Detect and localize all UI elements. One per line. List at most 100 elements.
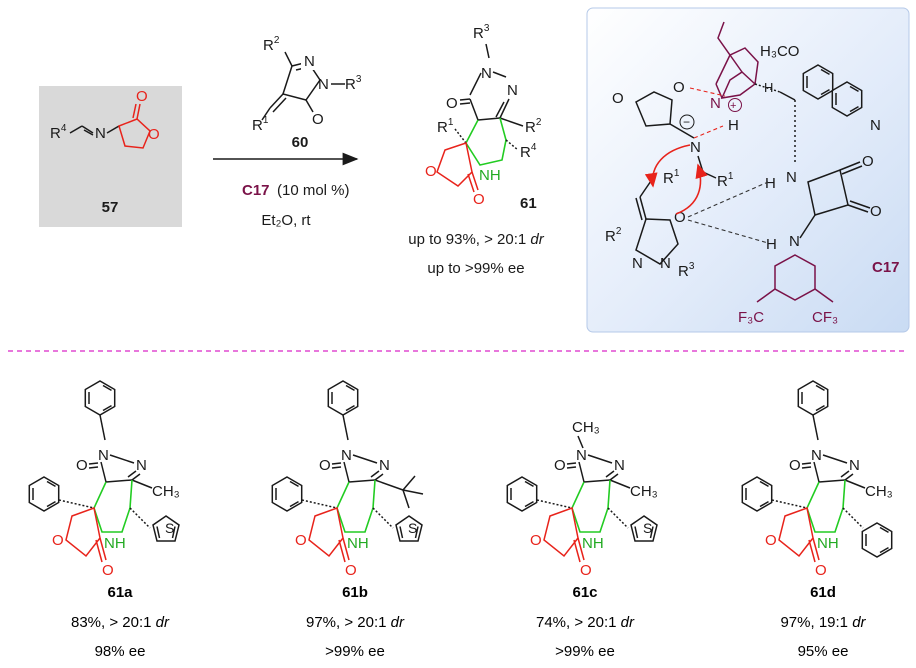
svg-text:N: N xyxy=(507,82,518,99)
phenyl-icon xyxy=(861,522,893,558)
phenyl-icon xyxy=(797,380,829,416)
reagent-label: 60 xyxy=(292,134,309,151)
example-ee: >99% ee xyxy=(325,643,385,660)
example-label: 61d xyxy=(810,584,836,601)
svg-text:N: N xyxy=(304,53,315,70)
svg-text:H: H xyxy=(764,80,773,95)
cf3-right-label: CF₃ xyxy=(812,309,838,326)
svg-text:N: N xyxy=(632,255,643,272)
svg-text:O: O xyxy=(345,562,357,579)
carbonyl-o-label: O xyxy=(136,88,148,105)
svg-text:N: N xyxy=(786,169,797,186)
svg-text:O: O xyxy=(862,153,874,170)
svg-text:N: N xyxy=(379,457,390,474)
phenyl-icon xyxy=(327,380,359,416)
svg-text:N: N xyxy=(870,117,881,134)
svg-text:O: O xyxy=(473,191,485,208)
example-label: 61c xyxy=(572,584,598,601)
svg-text:O: O xyxy=(580,562,592,579)
phenyl-icon xyxy=(28,476,60,512)
r2-label: R2 xyxy=(263,35,280,54)
svg-text:S: S xyxy=(165,520,174,536)
svg-text:N: N xyxy=(318,76,329,93)
example-label: 61b xyxy=(342,584,368,601)
svg-text:N: N xyxy=(341,447,352,464)
example-ee: >99% ee xyxy=(555,643,615,660)
phenyl-icon xyxy=(506,476,538,512)
product-label: 61 xyxy=(520,195,537,212)
svg-text:H: H xyxy=(728,117,739,134)
svg-text:N: N xyxy=(98,447,109,464)
svg-text:NH: NH xyxy=(479,167,501,184)
svg-text:R3: R3 xyxy=(345,74,362,93)
svg-text:S: S xyxy=(408,520,417,536)
svg-text:R4: R4 xyxy=(520,142,537,161)
svg-text:O: O xyxy=(102,562,114,579)
svg-text:S: S xyxy=(643,520,652,536)
svg-text:O: O xyxy=(554,457,566,474)
svg-text:N: N xyxy=(849,457,860,474)
svg-text:NH: NH xyxy=(582,535,604,552)
svg-text:R1: R1 xyxy=(252,115,269,134)
catalyst-label: C17 xyxy=(242,182,270,199)
yield-summary-1: up to 93%, > 20:1 dr xyxy=(408,231,545,248)
svg-text:O: O xyxy=(446,95,458,112)
svg-text:O: O xyxy=(789,457,801,474)
svg-text:NH: NH xyxy=(817,535,839,552)
solvent-conditions: Et₂O, rt xyxy=(261,212,311,229)
svg-text:O: O xyxy=(765,532,777,549)
svg-text:N: N xyxy=(481,65,492,82)
svg-text:N: N xyxy=(576,447,587,464)
phenyl-icon xyxy=(84,380,116,416)
svg-text:R1: R1 xyxy=(437,117,454,136)
methoxy-label: H₃CO xyxy=(760,43,799,60)
methyl-label: CH₃ xyxy=(572,419,600,436)
catalyst-loading: (10 mol %) xyxy=(277,182,350,199)
svg-text:O: O xyxy=(425,163,437,180)
svg-text:O: O xyxy=(530,532,542,549)
phenyl-icon xyxy=(741,476,773,512)
svg-text:H: H xyxy=(766,236,777,253)
svg-text:O: O xyxy=(870,203,882,220)
example-ee: 95% ee xyxy=(797,643,849,660)
svg-text:O: O xyxy=(76,457,88,474)
svg-text:N: N xyxy=(789,233,800,250)
svg-text:O: O xyxy=(674,209,686,226)
reagent-60-structure: R2 N N R3 O R1 xyxy=(252,35,362,134)
svg-text:−: − xyxy=(683,115,690,129)
catalyst-panel xyxy=(586,7,910,333)
svg-text:O: O xyxy=(815,562,827,579)
panel-catalyst-label: C17 xyxy=(872,259,900,276)
cf3-left-label: F₃C xyxy=(738,309,764,326)
methyl-label: CH₃ xyxy=(630,483,658,500)
methyl-label: CH₃ xyxy=(152,483,180,500)
svg-text:O: O xyxy=(295,532,307,549)
svg-text:N: N xyxy=(710,95,721,112)
svg-text:+: + xyxy=(730,100,736,112)
svg-text:R3: R3 xyxy=(473,23,490,42)
product-61-structure: R3 N N O R2 NH R1 R4 O O xyxy=(425,23,542,208)
example-yield: 83%, > 20:1 dr xyxy=(71,614,169,631)
methyl-label: CH₃ xyxy=(865,483,893,500)
transition-state-model: N + H H₃CO N N H O O N H F₃C CF₃ C17 O xyxy=(605,21,900,326)
svg-text:O: O xyxy=(673,79,685,96)
example-yield: 97%, > 20:1 dr xyxy=(306,614,404,631)
substrate-label: 57 xyxy=(102,199,119,216)
svg-text:O: O xyxy=(319,457,331,474)
svg-text:O: O xyxy=(52,532,64,549)
svg-text:H: H xyxy=(765,175,776,192)
yield-summary-2: up to >99% ee xyxy=(427,260,524,277)
svg-text:N: N xyxy=(660,255,671,272)
example-yield: 74%, > 20:1 dr xyxy=(536,614,634,631)
svg-text:R2: R2 xyxy=(525,117,542,136)
ring-o-label: O xyxy=(148,126,160,143)
example-ee: 98% ee xyxy=(94,643,146,660)
example-yield: 97%, 19:1 dr xyxy=(780,614,866,631)
svg-text:N: N xyxy=(614,457,625,474)
example-label: 61a xyxy=(107,584,133,601)
substrate-box xyxy=(39,86,182,227)
